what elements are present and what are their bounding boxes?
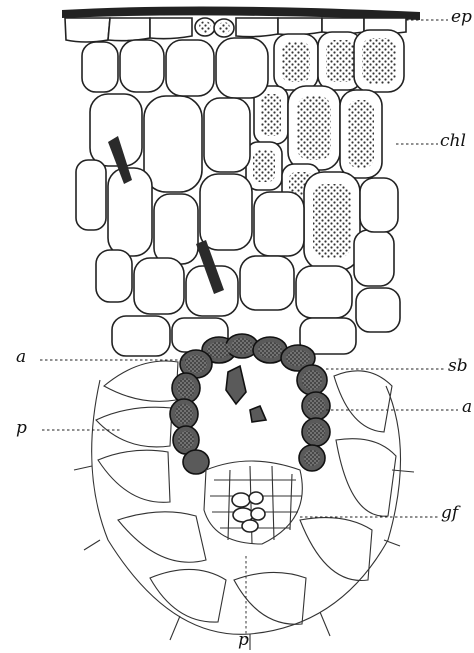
label-p-bottom: p [238, 632, 249, 649]
label-chl: chl [440, 133, 466, 150]
label-ep: ep [451, 9, 472, 26]
label-gf: gf [441, 505, 458, 522]
label-sb: sb [448, 358, 468, 375]
label-a-left: a [16, 349, 26, 366]
bundle-sheath [170, 334, 330, 474]
label-p-left: p [16, 420, 27, 437]
vascular-bundle [204, 461, 302, 544]
label-a-right: a [462, 399, 472, 416]
